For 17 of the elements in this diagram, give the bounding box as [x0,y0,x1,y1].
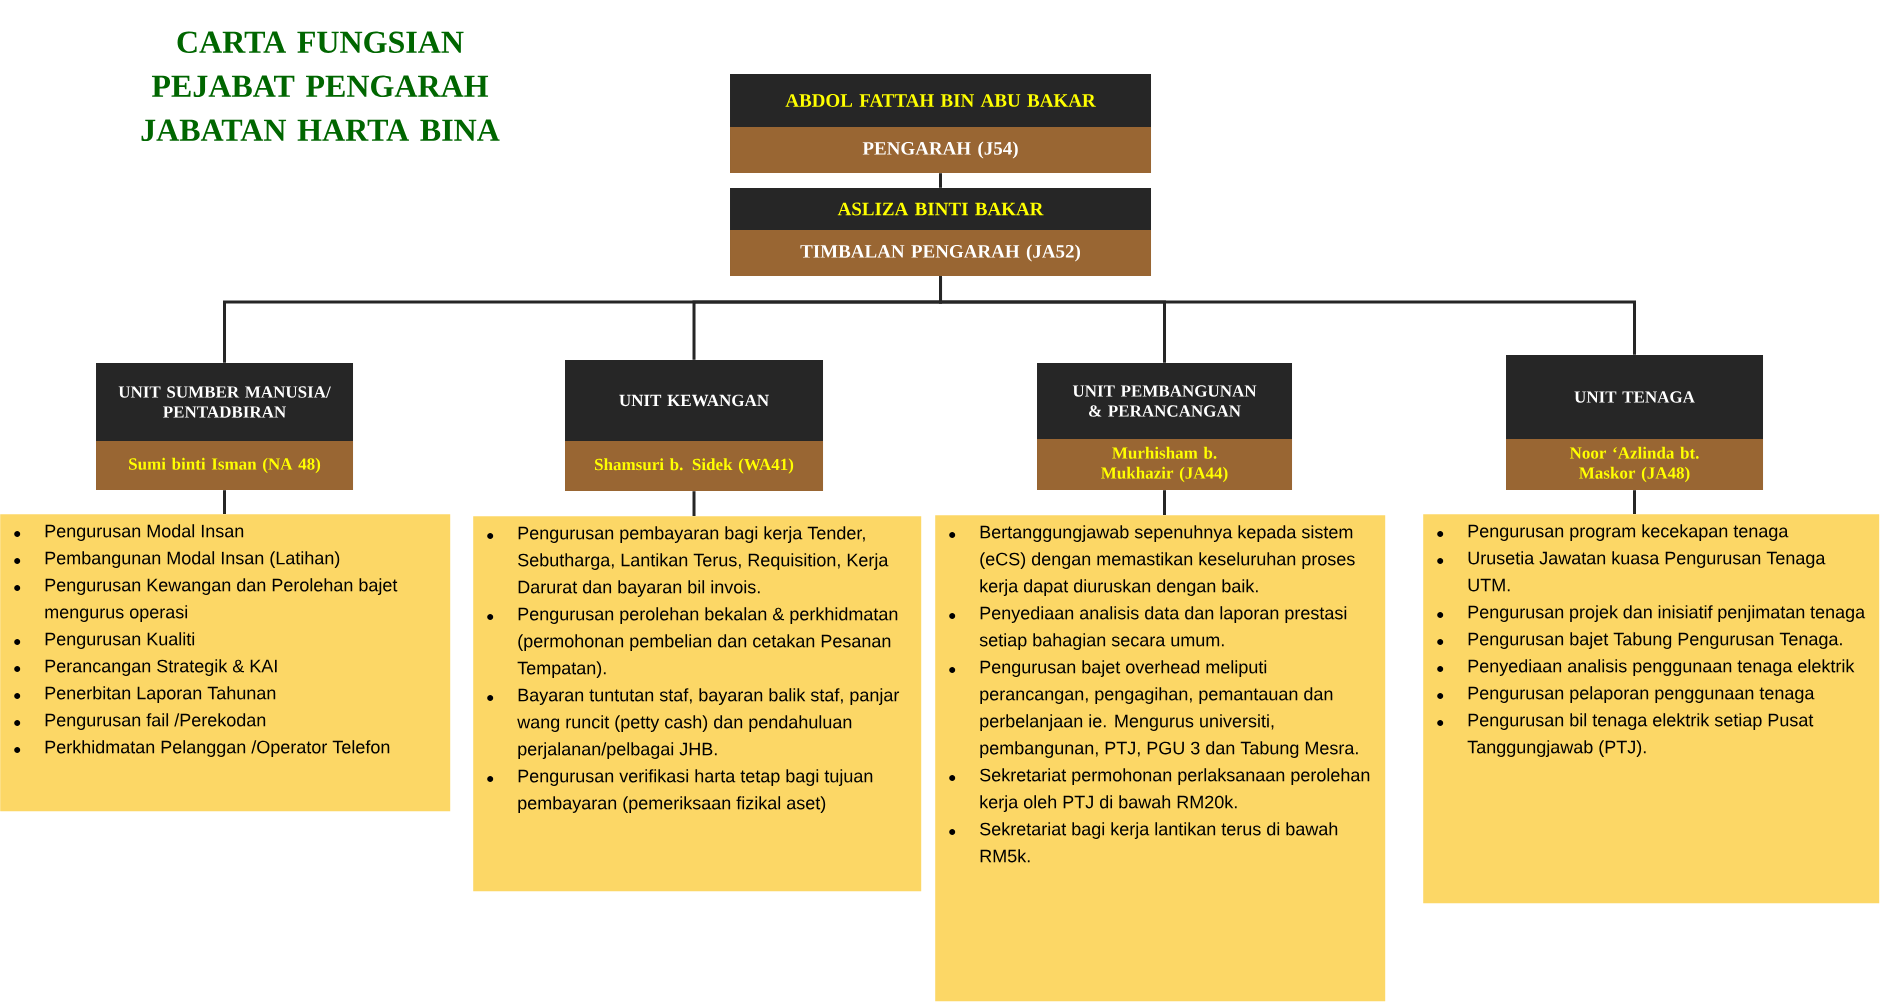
duty-list-box: Pengurusan Modal Insan Pembangunan Modal Insan (Latihan) Pengurusan Kewangan dan Perolehan bajet mengurus operasi Pengurusan Kualiti Perancangan Strategik & KAI Penerbitan Laporan Tahunan Pengurusan fail /Perekodan Perkhidmatan Pelanggan /Operator Telefon [0,514,451,812]
connector-line [692,491,696,516]
duty-list-box: Bertanggungjawab sepenuhnya kepada sistem (eCS) dengan memastikan keseluruhan proses kerja dapat diuruskan dengan baik. Penyediaan analisis data dan laporan prestasi setiap bahagian secara umum. Pengurusan bajet overhead meliputi perancangan, pengagihan, pemantauan dan perbelanjaan ie. Mengurus universiti, pembangunan, PTJ, PGU 3 dan Tabung Mesra. Sekretariat permohonan perlaksanaan perolehan kerja oleh PTJ di bawah RM20k. Sekretariat bagi kerja lantikan terus di bawah RM5k. [935,515,1386,1002]
position-box: ASLIZA BINTI BAKAR TIMBALAN PENGARAH (JA52) [730,188,1151,276]
connector-line [223,490,226,514]
position-box: UNIT KEWANGAN Shamsuri b. Sidek (WA41) [565,360,823,491]
duty-list-box: Pengurusan pembayaran bagi kerja Tender, Sebutharga, Lantikan Terus, Requisition, Kerja Darurat dan bayaran bil invois. Pengurusan perolehan bekalan & perkhidmatan (permohonan pembelian dan cetakan Pesanan Tempatan). Bayaran tuntutan staf, bayaran balik staf, panjar wang runcit (petty cash) dan pendahuluan perjalanan/pelbagai JHB. Pengurusan verifikasi harta tetap bagi tujuan pembayaran (pemeriksaan fizikal aset) [473,516,922,892]
connector-line [1633,490,1636,514]
position-box: UNIT TENAGA Noor ‘Azlinda bt. Maskor (JA48) [1506,355,1763,490]
position-box: UNIT PEMBANGUNAN & PERANCANGAN Murhisham b. Mukhazir (JA44) [1037,363,1292,490]
duty-list-box: Pengurusan program kecekapan tenaga Urusetia Jawatan kuasa Pengurusan Tenaga UTM. Pengurusan projek dan inisiatif penjimatan tenaga Pengurusan bajet Tabung Pengurusan Tenaga. Penyediaan analisis penggunaan tenaga elektrik Pengurusan pelaporan penggunaan tenaga Pengurusan bil tenaga elektrik setiap Pusat Tanggungjawab (PTJ). [1423,514,1880,904]
title: CARTA FUNGSIAN PEJABAT PENGARAH JABATAN HARTA BINA [141,31,500,142]
position-box: UNIT SUMBER MANUSIA/ PENTADBIRAN Sumi binti Isman (NA 48) [96,363,353,490]
connector-line [939,173,942,188]
connector-line [939,276,1636,355]
position-box: ABDOL FATTAH BIN ABU BAKAR PENGARAH (J54) [730,74,1151,173]
connector-line [1163,490,1166,515]
